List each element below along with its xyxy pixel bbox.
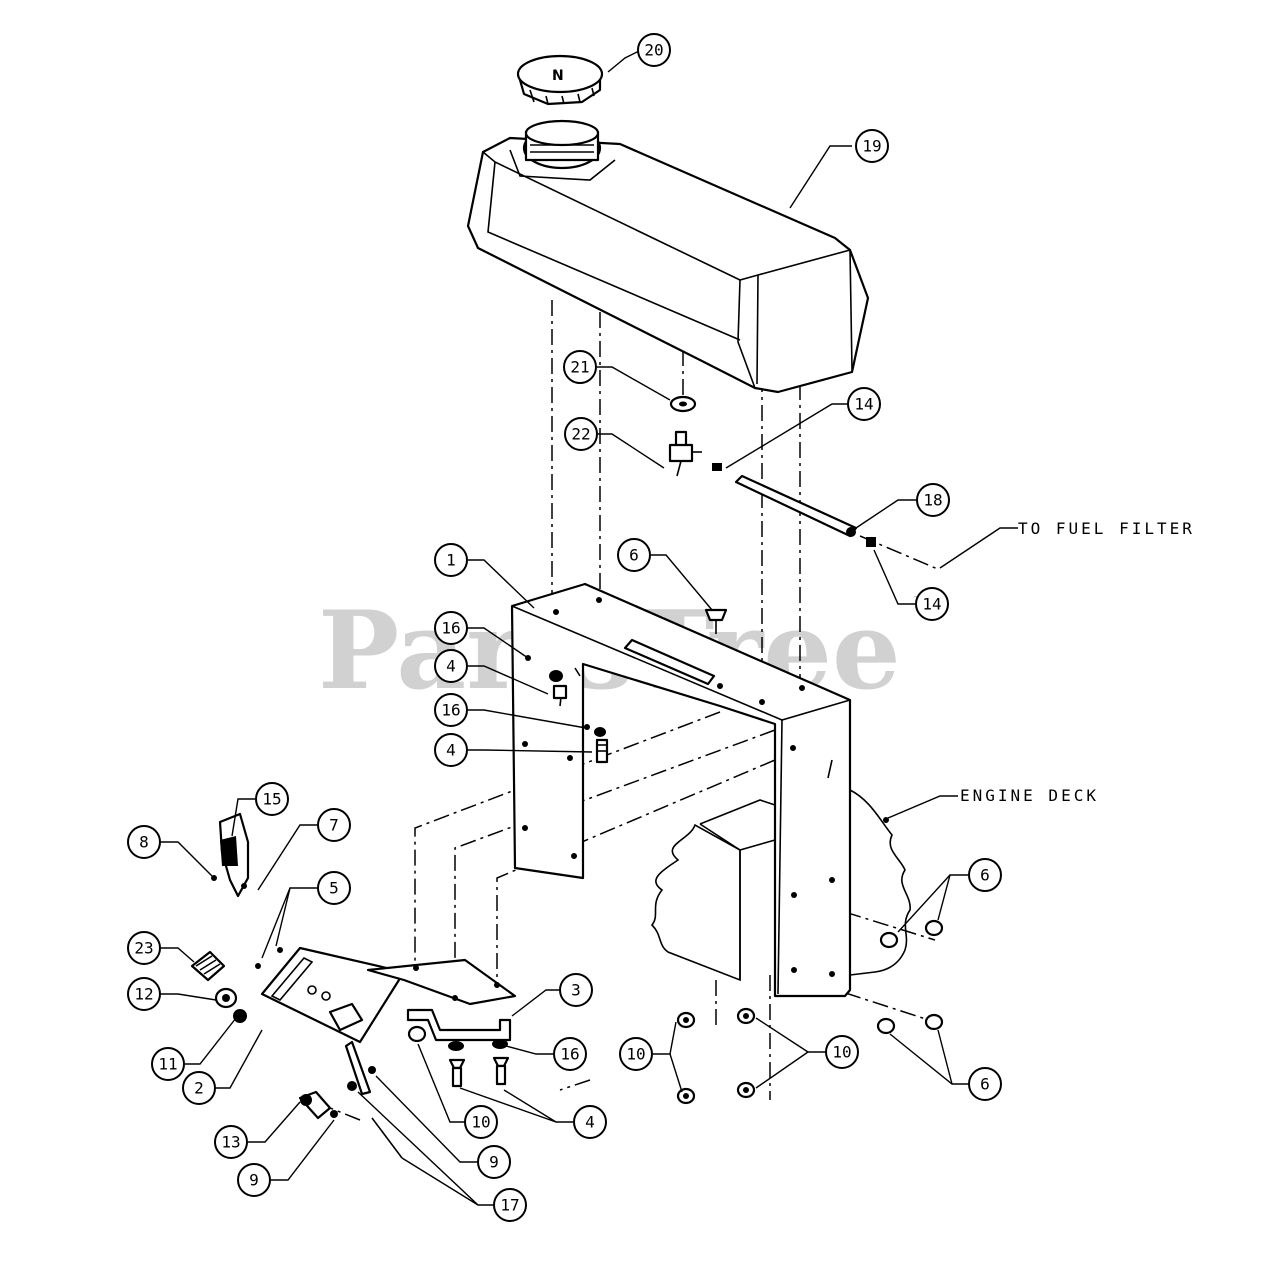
callout-9-right: 9 — [477, 1145, 511, 1179]
svg-text:16: 16 — [441, 701, 460, 720]
callout-9-left: 9 — [237, 1163, 271, 1197]
svg-text:21: 21 — [570, 358, 589, 377]
hose-clamp-14-bottom — [866, 537, 876, 547]
svg-text:16: 16 — [560, 1045, 579, 1064]
svg-text:16: 16 — [441, 619, 460, 638]
note-engine-deck: ENGINE DECK — [960, 786, 1099, 805]
svg-text:3: 3 — [571, 981, 581, 1000]
svg-text:10: 10 — [832, 1043, 851, 1062]
callout-15: 15 — [255, 782, 289, 816]
svg-text:18: 18 — [923, 491, 942, 510]
knob-12-11 — [214, 987, 247, 1023]
callout-4-a: 4 — [434, 649, 468, 683]
svg-text:14: 14 — [922, 595, 941, 614]
svg-text:4: 4 — [585, 1113, 595, 1132]
callout-12: 12 — [127, 977, 161, 1011]
nuts-10 — [676, 1007, 756, 1105]
svg-text:7: 7 — [329, 816, 339, 835]
svg-text:11: 11 — [158, 1055, 177, 1074]
leader-lines — [160, 49, 1018, 1206]
callout-20: 20 — [637, 33, 671, 67]
callout-5: 5 — [317, 871, 351, 905]
bracket-hardware — [525, 608, 944, 1035]
svg-text:20: 20 — [644, 41, 663, 60]
engine-deck — [650, 789, 911, 982]
callout-16-b: 16 — [434, 693, 468, 727]
svg-text:6: 6 — [629, 546, 639, 565]
callout-14-top: 14 — [847, 387, 881, 421]
spring-23 — [190, 950, 226, 982]
fuel-cap: N — [516, 54, 604, 106]
hose-clamp-14-top — [712, 463, 722, 471]
svg-text:5: 5 — [329, 879, 339, 898]
svg-text:1: 1 — [446, 551, 456, 570]
callout-22: 22 — [564, 417, 598, 451]
fuel-line — [734, 474, 876, 547]
callout-6-bottom: 6 — [968, 1067, 1002, 1101]
control-plate — [260, 946, 517, 1044]
callout-6-top: 6 — [617, 538, 651, 572]
svg-text:15: 15 — [262, 790, 281, 809]
callout-23: 23 — [127, 931, 161, 965]
note-to-fuel-filter: TO FUEL FILTER — [1018, 519, 1195, 538]
callout-21: 21 — [563, 350, 597, 384]
switch-13 — [298, 1090, 338, 1120]
svg-text:9: 9 — [249, 1171, 259, 1190]
callout-16-a: 16 — [434, 611, 468, 645]
svg-text:4: 4 — [446, 741, 456, 760]
svg-text:19: 19 — [862, 137, 881, 156]
callout-10-left: 10 — [619, 1037, 653, 1071]
callout-6-mid: 6 — [968, 858, 1002, 892]
linkage-17 — [255, 947, 403, 1159]
callout-16-c: 16 — [553, 1037, 587, 1071]
svg-text:17: 17 — [500, 1196, 519, 1215]
callout-13: 13 — [214, 1125, 248, 1159]
svg-text:9: 9 — [489, 1153, 499, 1172]
svg-text:22: 22 — [571, 425, 590, 444]
fuel-shutoff-valve — [668, 395, 722, 477]
callout-17: 17 — [493, 1188, 527, 1222]
svg-text:N: N — [552, 68, 564, 84]
svg-text:8: 8 — [139, 833, 149, 852]
svg-text:23: 23 — [134, 939, 153, 958]
callout-18: 18 — [916, 483, 950, 517]
callout-19: 19 — [855, 129, 889, 163]
callout-2: 2 — [182, 1071, 216, 1105]
tank-bracket — [510, 582, 852, 998]
callout-14-bottom: 14 — [915, 587, 949, 621]
svg-text:6: 6 — [980, 1075, 990, 1094]
svg-text:6: 6 — [980, 866, 990, 885]
callout-3: 3 — [559, 973, 593, 1007]
fuel-tank — [466, 119, 870, 394]
svg-text:14: 14 — [854, 395, 873, 414]
callout-7: 7 — [317, 808, 351, 842]
svg-text:10: 10 — [626, 1045, 645, 1064]
alignment-lines — [309, 300, 941, 1121]
svg-text:2: 2 — [194, 1079, 204, 1098]
svg-text:12: 12 — [134, 985, 153, 1004]
callout-11: 11 — [151, 1047, 185, 1081]
callout-10-right: 10 — [825, 1035, 859, 1069]
callout-4-b: 4 — [434, 733, 468, 767]
callouts: 20 19 21 14 22 18 14 1 6 16 4 16 4 15 8 … — [127, 33, 1002, 1222]
callout-10-bottom: 10 — [464, 1105, 498, 1139]
callout-1: 1 — [434, 543, 468, 577]
svg-text:13: 13 — [221, 1133, 240, 1152]
callout-8: 8 — [127, 825, 161, 859]
svg-text:4: 4 — [446, 657, 456, 676]
plate-fasteners — [407, 1025, 510, 1088]
svg-text:10: 10 — [471, 1113, 490, 1132]
callout-4-c: 4 — [573, 1105, 607, 1139]
throttle-control — [211, 812, 250, 898]
